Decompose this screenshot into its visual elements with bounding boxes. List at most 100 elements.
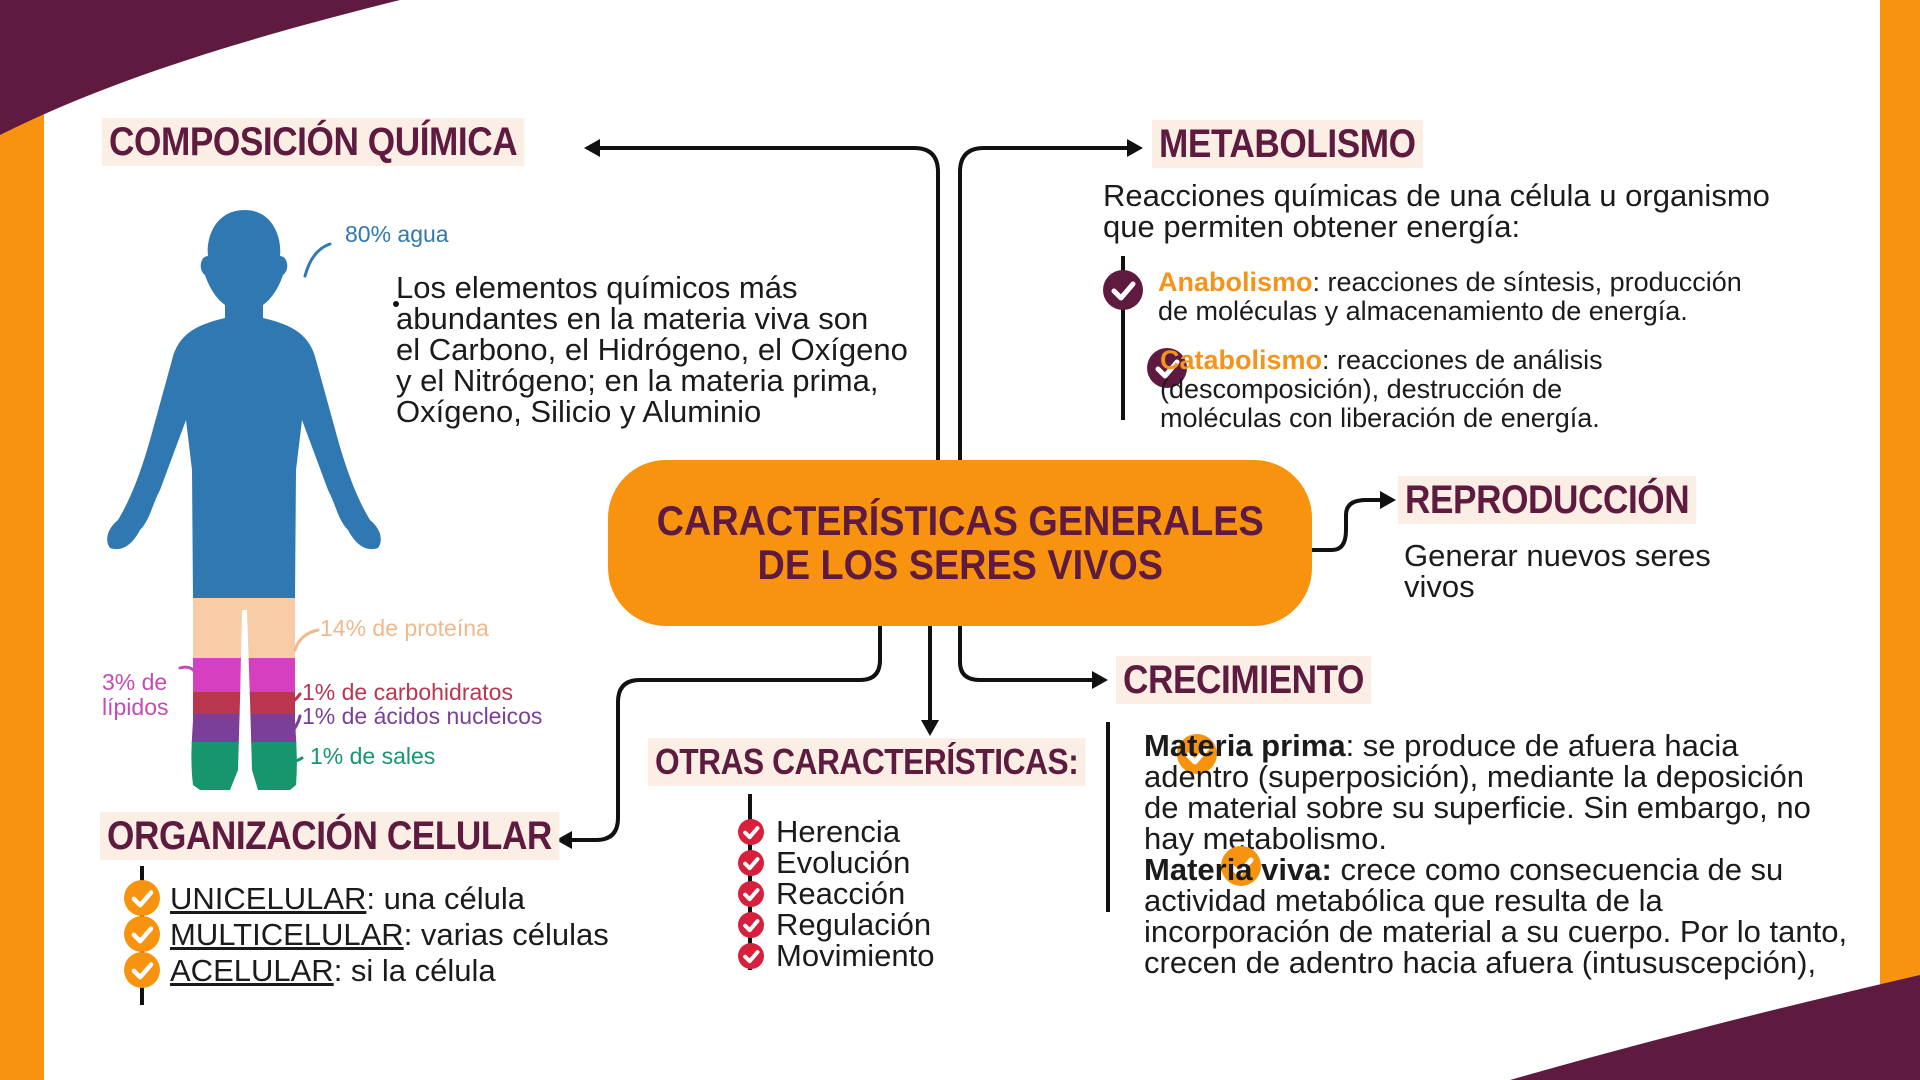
check-icon (1103, 270, 1143, 310)
label-lipidos-1: 3% de (102, 669, 168, 695)
check-icon (124, 952, 160, 988)
catabolismo-term: Catabolismo (1160, 345, 1323, 375)
check-icon (1221, 846, 1262, 886)
materia-prima-desc: de material sobre su superficie. Sin emb… (1144, 790, 1811, 825)
central-topic-line2: DE LOS SERES VIVOS (757, 541, 1163, 588)
anabolismo-desc: de moléculas y almacenamiento de energía… (1158, 296, 1688, 326)
organizacion-term: UNICELULAR (170, 880, 367, 916)
catabolismo-desc: (descomposición), destrucción de (1160, 374, 1563, 404)
label-nucleicos: 1% de ácidos nucleicos (302, 703, 543, 729)
composicion-line: y el Nitrógeno; en la materia prima, (396, 363, 879, 398)
materia-viva-term: Materia viva: (1144, 852, 1332, 887)
organizacion-desc: : si la célula (333, 952, 496, 988)
top-left-swoosh (0, 0, 400, 135)
organizacion-desc: : varias células (403, 916, 609, 952)
list-item: Movimiento (738, 940, 935, 971)
reproduccion-text: Generar nuevos seres vivos (1404, 540, 1711, 602)
label-carbohidratos: 1% de carbohidratos (302, 679, 513, 705)
catabolismo-item: Catabolismo: reacciones de análisis (des… (1160, 346, 1603, 433)
connector-organizacion (564, 624, 882, 842)
metabolismo-intro-line: Reacciones químicas de una célula u orga… (1103, 178, 1770, 213)
connector-metabolismo (958, 146, 1137, 462)
reproduccion-title: REPRODUCCIÓN (1398, 476, 1697, 524)
organizacion-list: UNICELULAR: una célula MULTICELULAR: var… (124, 880, 609, 988)
label-proteina: 14% de proteína (320, 615, 489, 641)
otras-item-label: Regulación (776, 907, 932, 942)
materia-prima-desc: adentro (superposición), mediante la dep… (1144, 759, 1805, 794)
check-icon (738, 880, 764, 907)
check-icon (1176, 734, 1217, 774)
right-orange-bar (1880, 0, 1920, 1080)
otras-item-label: Reacción (776, 876, 906, 911)
otras-item-label: Herencia (776, 814, 901, 849)
check-icon (738, 849, 764, 876)
otras-item-label: Evolución (776, 845, 911, 880)
materia-prima-term: Materia prima (1144, 728, 1346, 763)
organizacion-term: MULTICELULAR (170, 916, 404, 952)
materia-viva-item: Materia viva: crece como consecuencia de… (1144, 854, 1847, 978)
otras-title: OTRAS CARACTERÍSTICAS: (648, 738, 1086, 786)
pointer-proteina (293, 628, 320, 652)
organizacion-title: ORGANIZACIÓN CELULAR (100, 812, 559, 860)
catabolismo-desc: : reacciones de análisis (1322, 345, 1603, 375)
pointer-lipidos (178, 665, 197, 674)
arrowhead-otras (921, 720, 939, 736)
text-bullet-dot (393, 301, 399, 307)
otras-item-label: Movimiento (776, 938, 935, 973)
central-topic-line1: CARACTERÍSTICAS GENERALES (656, 497, 1264, 544)
list-item: ACELULAR: si la célula (124, 952, 609, 988)
composicion-title: COMPOSICIÓN QUÍMICA (102, 118, 525, 166)
metabolismo-intro-line: que permiten obtener energía: (1103, 209, 1521, 244)
bottom-right-swoosh (1510, 975, 1920, 1080)
connector-reproduccion (1310, 498, 1390, 552)
check-icon (738, 818, 764, 845)
label-sales: 1% de sales (310, 743, 436, 769)
list-item: Reacción (738, 878, 935, 909)
materia-viva-desc: crecen de adentro hacia afuera (intususc… (1144, 945, 1817, 980)
list-item: Herencia (738, 816, 935, 847)
materia-viva-desc: crece como consecuencia de su (1331, 852, 1784, 887)
metabolismo-intro: Reacciones químicas de una célula u orga… (1103, 180, 1770, 242)
arrowhead-metabolismo (1127, 139, 1143, 157)
anabolismo-term: Anabolismo (1158, 267, 1313, 297)
crecimiento-title: CRECIMIENTO (1116, 656, 1372, 704)
organizacion-desc: : una célula (366, 880, 525, 916)
organizacion-term: ACELULAR (170, 952, 334, 988)
catabolismo-desc: moléculas con liberación de energía. (1160, 403, 1600, 433)
composicion-line: el Carbono, el Hidrógeno, el Oxígeno (396, 332, 908, 367)
list-item: MULTICELULAR: varias células (124, 916, 609, 952)
pointer-sales (286, 756, 304, 764)
pointer-nucleicos (288, 714, 302, 737)
otras-list: Herencia Evolución Reacción Regulación M… (738, 816, 935, 971)
reproduccion-line: vivos (1404, 569, 1475, 604)
materia-viva-desc: actividad metabólica que resulta de la (1144, 883, 1663, 918)
central-topic-box: CARACTERÍSTICAS GENERALES DE LOS SERES V… (608, 460, 1312, 626)
check-icon (1147, 348, 1188, 388)
connector-crecimiento (958, 624, 1102, 682)
materia-prima-item: Materia prima: se produce de afuera haci… (1144, 730, 1811, 854)
metabolismo-title: METABOLISMO (1152, 120, 1423, 168)
list-item: Evolución (738, 847, 935, 878)
list-item: Regulación (738, 909, 935, 940)
anabolismo-item: Anabolismo: reacciones de síntesis, prod… (1158, 268, 1742, 326)
arrowhead-reproduccion (1380, 491, 1396, 509)
arrowhead-organizacion (556, 831, 572, 849)
anabolismo-desc: : reacciones de síntesis, producción (1312, 267, 1742, 297)
composicion-line: abundantes en la materia viva son (396, 301, 869, 336)
arrowhead-crecimiento (1092, 671, 1108, 689)
check-icon (124, 916, 160, 952)
materia-prima-desc: hay metabolismo. (1144, 821, 1387, 856)
composicion-line: Los elementos químicos más (396, 270, 798, 305)
materia-viva-desc: incorporación de material a su cuerpo. P… (1144, 914, 1848, 949)
arrowhead-composicion (584, 139, 600, 157)
check-icon (738, 911, 764, 938)
reproduccion-line: Generar nuevos seres (1404, 538, 1711, 573)
composicion-text: Los elementos químicos más abundantes en… (396, 272, 916, 427)
check-icon (124, 880, 160, 916)
materia-prima-desc: : se produce de afuera hacia (1345, 728, 1739, 763)
composicion-line: Oxígeno, Silicio y Aluminio (396, 394, 762, 429)
left-orange-bar (0, 0, 44, 1080)
list-item: UNICELULAR: una célula (124, 880, 609, 916)
pointer-carbohidratos (286, 692, 302, 707)
check-icon (738, 942, 764, 969)
